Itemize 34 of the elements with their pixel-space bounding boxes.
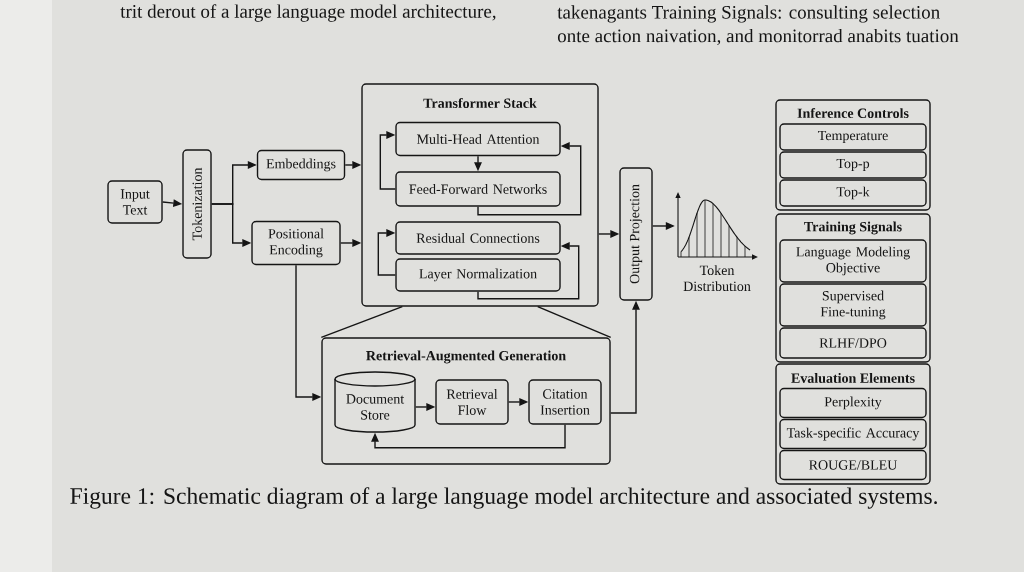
arrow bbox=[379, 131, 396, 190]
layer-box: Layer Normalization bbox=[395, 258, 561, 292]
plot-caption: Token Distribution bbox=[683, 265, 751, 292]
expansion-line bbox=[320, 306, 403, 338]
item-box: ROUGE/BLEU bbox=[779, 449, 927, 481]
item-box: Temperature bbox=[779, 123, 927, 151]
process-box: Embeddings bbox=[256, 149, 346, 181]
body-text: trit derout of a large language model architecture, bbox=[120, 4, 496, 22]
distribution-curve-drawing bbox=[675, 192, 758, 260]
item-box: Top-k bbox=[779, 179, 927, 207]
item-box: Perplexity bbox=[779, 387, 927, 419]
figure-caption: Figure 1: Schematic diagram of a large language model architecture and associated systems. bbox=[70, 487, 937, 509]
process-box: Output Projection bbox=[619, 167, 653, 301]
expansion-line bbox=[537, 306, 612, 338]
database-cylinder: Document Store bbox=[334, 371, 416, 433]
body-text: onte action naivation, and monitorrad anabits tuation bbox=[557, 28, 959, 46]
process-box: Retrieval Flow bbox=[435, 379, 509, 425]
process-box: Positional Encoding bbox=[251, 220, 341, 266]
item-box: Supervised Fine-tuning bbox=[779, 283, 927, 327]
item-box: Task-specific Accuracy bbox=[779, 418, 927, 450]
input-box: Input Text bbox=[107, 180, 163, 224]
arrow bbox=[477, 142, 582, 216]
layer-box: Feed-Forward Networks bbox=[395, 171, 561, 207]
item-box: Language Modeling Objective bbox=[779, 239, 927, 283]
arrow bbox=[477, 242, 580, 300]
layer-box: Multi-Head Attention bbox=[395, 121, 561, 157]
arrow bbox=[377, 229, 396, 276]
item-box: Top-p bbox=[779, 151, 927, 179]
body-text: takenagants Training Signals: consulting selection bbox=[557, 5, 940, 23]
arrow bbox=[371, 424, 566, 449]
item-box: RLHF/DPO bbox=[779, 327, 927, 359]
process-box: Citation Insertion bbox=[528, 379, 602, 425]
process-box: Tokenization bbox=[182, 149, 212, 259]
layer-box: Residual Connections bbox=[395, 221, 561, 255]
